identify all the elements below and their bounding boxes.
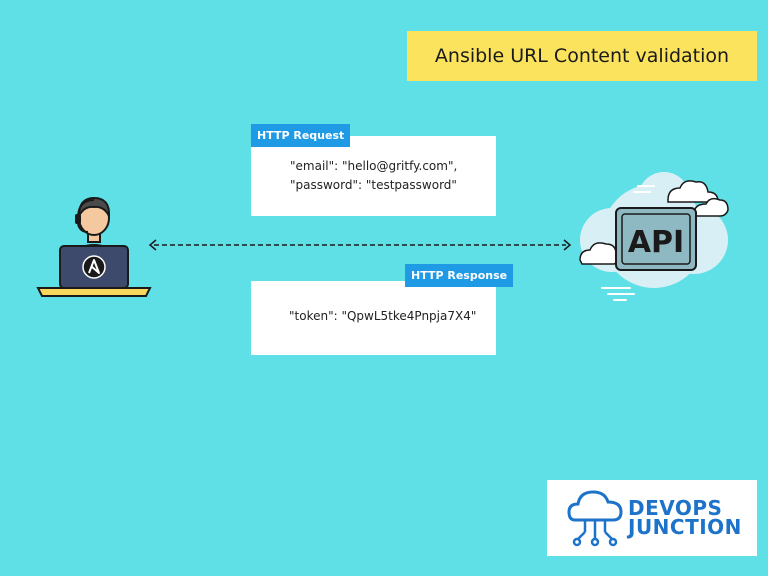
brand-logo-box xyxy=(547,480,757,556)
api-cloud-icon: API xyxy=(579,172,729,301)
ansible-logo-icon xyxy=(82,255,106,279)
request-line-email: "email": "hello@gritfy.com", xyxy=(290,159,458,173)
request-line-password: "password": "testpassword" xyxy=(290,178,457,192)
http-request-tag: HTTP Request xyxy=(251,124,351,147)
brand-name-line2: JUNCTION xyxy=(628,515,742,539)
brand-name-line1: DEVOPS xyxy=(628,496,723,520)
http-response-box xyxy=(251,281,496,355)
response-line-token: "token": "QpwL5tke4Pnpja7X4" xyxy=(289,309,477,323)
brand-cloud-icon xyxy=(567,490,623,547)
http-request-box xyxy=(251,136,496,216)
api-label: API xyxy=(628,225,684,260)
diagram-title: Ansible URL Content validation xyxy=(407,31,757,81)
bidirectional-arrow xyxy=(148,239,572,251)
http-response-tag: HTTP Response xyxy=(405,264,514,287)
user-laptop-icon xyxy=(36,196,152,297)
title-text: Ansible URL Content validation xyxy=(434,45,730,67)
